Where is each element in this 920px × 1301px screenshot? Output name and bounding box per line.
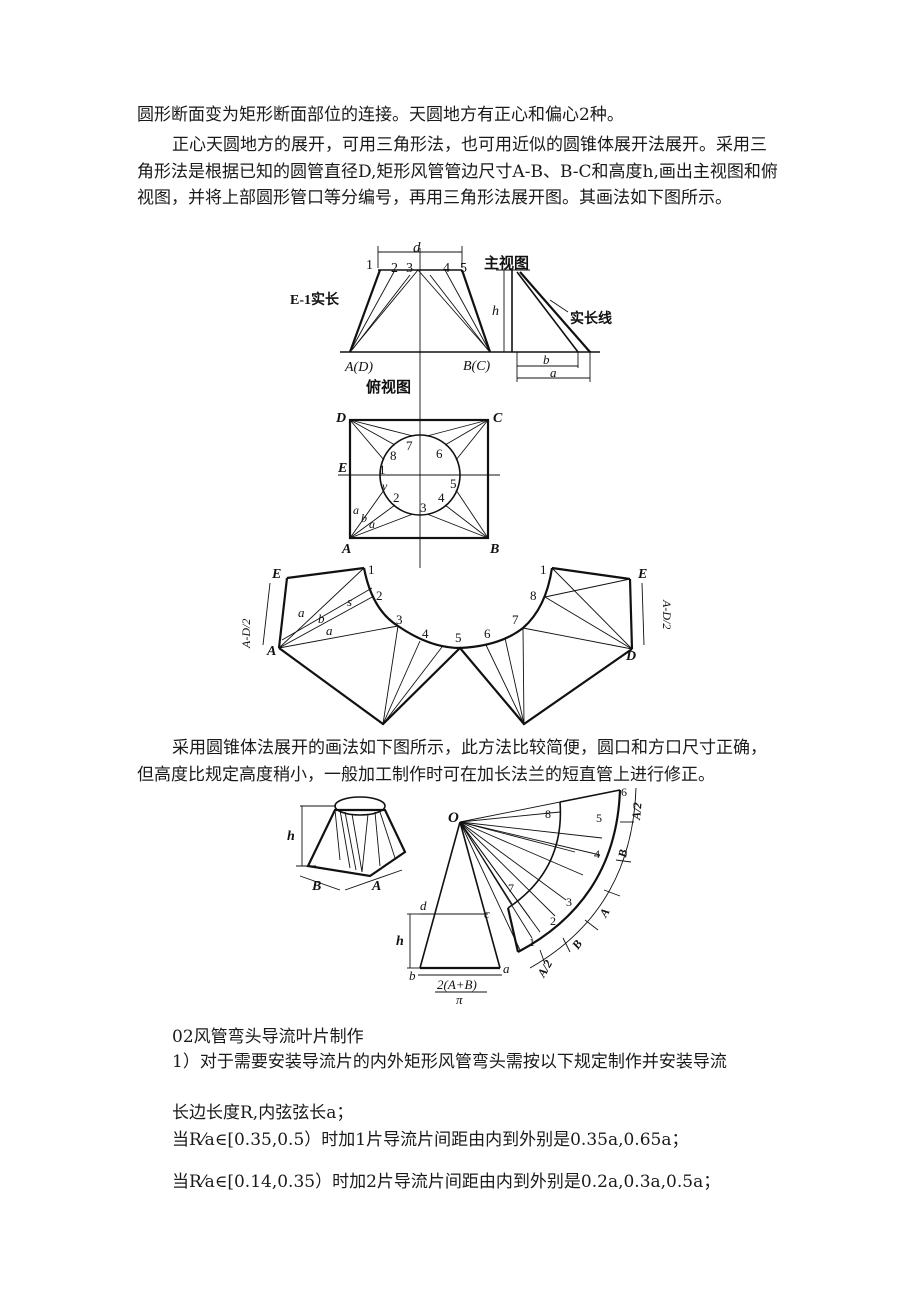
point-label: 4 — [443, 261, 450, 276]
fan-dim: A/2 — [534, 957, 555, 980]
corner-label: B(C) — [463, 359, 491, 374]
fan-dim: A/2 — [629, 802, 645, 821]
cone-formula-denominator: π — [456, 992, 463, 1007]
apex-label-o: O — [448, 810, 459, 826]
top-view — [338, 418, 500, 540]
corner-label: B — [489, 542, 499, 557]
cone-label-h: h — [396, 934, 404, 949]
corner-label: D — [335, 411, 346, 426]
paragraph-line: 圆形断面变为矩形断面部位的连接。天圆地方有正心和偏心2种。 — [137, 105, 624, 125]
fan-dim: B — [615, 848, 630, 859]
cone-label-a: a — [503, 961, 510, 976]
section-heading: 02风管弯头导流叶片制作 — [172, 1027, 364, 1047]
corner-label: A — [341, 542, 351, 557]
top-view-title: 俯视图 — [366, 378, 411, 396]
small-label: v — [382, 479, 388, 493]
small-label-b: B — [311, 879, 321, 894]
circle-point: 8 — [390, 448, 397, 463]
label-e: E — [337, 461, 347, 476]
label-e1-true-length: E-1实长 — [290, 291, 340, 308]
dev-small-label: s — [347, 594, 352, 609]
fan-tick: 6 — [621, 785, 627, 799]
cone-label-c: c — [484, 906, 490, 921]
paragraph-line: 1）对于需要安装导流片的内外矩形风管弯头需按以下规定制作并安装导流 — [172, 1052, 727, 1072]
corner-label: A(D) — [344, 360, 373, 375]
point-label: 1 — [366, 258, 373, 273]
label-d: d — [413, 240, 421, 256]
label-b: b — [543, 352, 550, 367]
paragraph-line: 长边长度R,内弦弦长a； — [172, 1103, 354, 1123]
circle-point: 2 — [393, 490, 400, 505]
small-transition-sketch — [296, 796, 407, 891]
label-h: h — [492, 304, 499, 319]
fan-tick: 1 — [529, 935, 535, 949]
cone-label-d: d — [420, 898, 427, 913]
dev-point: 6 — [484, 626, 491, 641]
circle-point: 4 — [438, 490, 445, 505]
dev-label-a: A — [266, 644, 276, 659]
dev-label-e: E — [637, 567, 647, 582]
dev-small-label: a — [298, 605, 305, 620]
fan-tick: 3 — [566, 895, 572, 909]
point-label: 2 — [391, 261, 398, 276]
dev-label-e: E — [271, 567, 281, 582]
paragraph-line: 当R⁄a∈[0.14,0.35）时加2片导流片间距由内到外别是0.2a,0.3a… — [172, 1172, 721, 1192]
dev-point: 1 — [368, 562, 375, 577]
dev-small-label: a — [326, 623, 333, 638]
label-a: a — [550, 365, 557, 380]
front-view-title: 主视图 — [484, 254, 529, 272]
dev-point: 3 — [396, 612, 403, 627]
fan-tick: 5 — [596, 811, 602, 825]
fan-tick: 4 — [594, 847, 600, 861]
small-label: a — [369, 517, 375, 531]
dev-label-d: D — [625, 649, 636, 664]
label-true-line: 实长线 — [570, 310, 612, 327]
paragraph-line: 视图，并将上部圆形管口等分编号，再用三角形法展开图。其画法如下图所示。 — [137, 188, 732, 208]
point-label: 5 — [460, 261, 467, 276]
dev-point: 8 — [530, 588, 537, 603]
dev-point: 1 — [540, 562, 547, 577]
circle-point: 6 — [436, 446, 443, 461]
fan-dim: B — [568, 937, 585, 952]
development-pattern — [262, 566, 645, 726]
corner-label: C — [493, 411, 503, 426]
front-view — [340, 246, 600, 382]
paragraph-line: 当R⁄a∈[0.35,0.5）时加1片导流片间距由内到外别是0.35a,0.65… — [172, 1130, 689, 1150]
paragraph-line: 正心天圆地方的展开，可用三角形法，也可用近似的圆锥体展开法展开。采用三 — [172, 135, 767, 155]
fan-tick: 2 — [550, 914, 556, 928]
cone-label-b: b — [409, 968, 416, 983]
paragraph-line: 但高度比规定高度稍小，一般加工制作时可在加长法兰的短直管上进行修正。 — [137, 765, 715, 785]
dev-point: 4 — [422, 626, 429, 641]
fan-tick: 8 — [545, 807, 551, 821]
point-label: 3 — [406, 261, 413, 276]
circle-point: 1 — [379, 462, 386, 477]
dev-small-label: b — [318, 611, 325, 626]
small-label-h: h — [287, 829, 295, 844]
circle-point: 7 — [406, 438, 413, 453]
small-label: b — [361, 511, 367, 525]
cone-formula: 2(A+B) — [437, 977, 477, 992]
dev-point: 7 — [512, 612, 519, 627]
circle-point: 3 — [420, 500, 427, 515]
fan-tick: 7 — [508, 881, 514, 895]
fan-dim: A — [596, 906, 613, 921]
dev-point: 2 — [376, 588, 383, 603]
small-label-a: A — [371, 879, 381, 894]
paragraph-line: 采用圆锥体法展开的画法如下图所示，此方法比较简便，圆口和方口尺寸正确， — [172, 738, 767, 758]
dev-side-dim: A-D/2 — [660, 599, 674, 629]
dev-point: 5 — [455, 630, 462, 645]
paragraph-line: 角形法是根据已知的圆管直径D,矩形风管管边尺寸A-B、B-C和高度h,画出主视图… — [137, 162, 778, 182]
cone-development — [407, 787, 637, 993]
circle-point: 5 — [450, 476, 457, 491]
dev-side-dim: A-D/2 — [239, 619, 253, 649]
small-label: a — [353, 503, 359, 517]
